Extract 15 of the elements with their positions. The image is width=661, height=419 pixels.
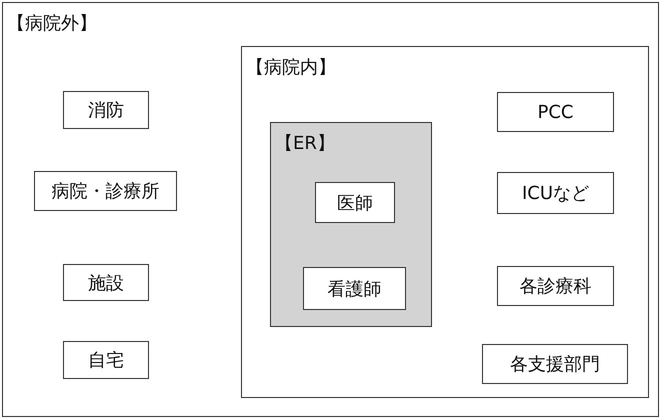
region-title: 【病院外】 xyxy=(7,12,97,35)
label-box: 消防 xyxy=(63,91,149,129)
label-box: 各支援部門 xyxy=(482,344,628,384)
region-title: 【病院内】 xyxy=(246,56,336,79)
label-box: PCC xyxy=(497,92,614,132)
region-title: 【ER】 xyxy=(275,132,335,155)
label-box: 自宅 xyxy=(63,341,149,379)
region-box xyxy=(241,46,649,398)
label-box: 病院・診療所 xyxy=(34,171,177,211)
label-box: ICUなど xyxy=(497,172,614,214)
label-box: 看護師 xyxy=(303,267,406,310)
region-box xyxy=(270,122,432,327)
label-box: 各診療科 xyxy=(497,266,614,306)
label-box: 医師 xyxy=(315,182,395,223)
label-box: 施設 xyxy=(63,264,149,301)
